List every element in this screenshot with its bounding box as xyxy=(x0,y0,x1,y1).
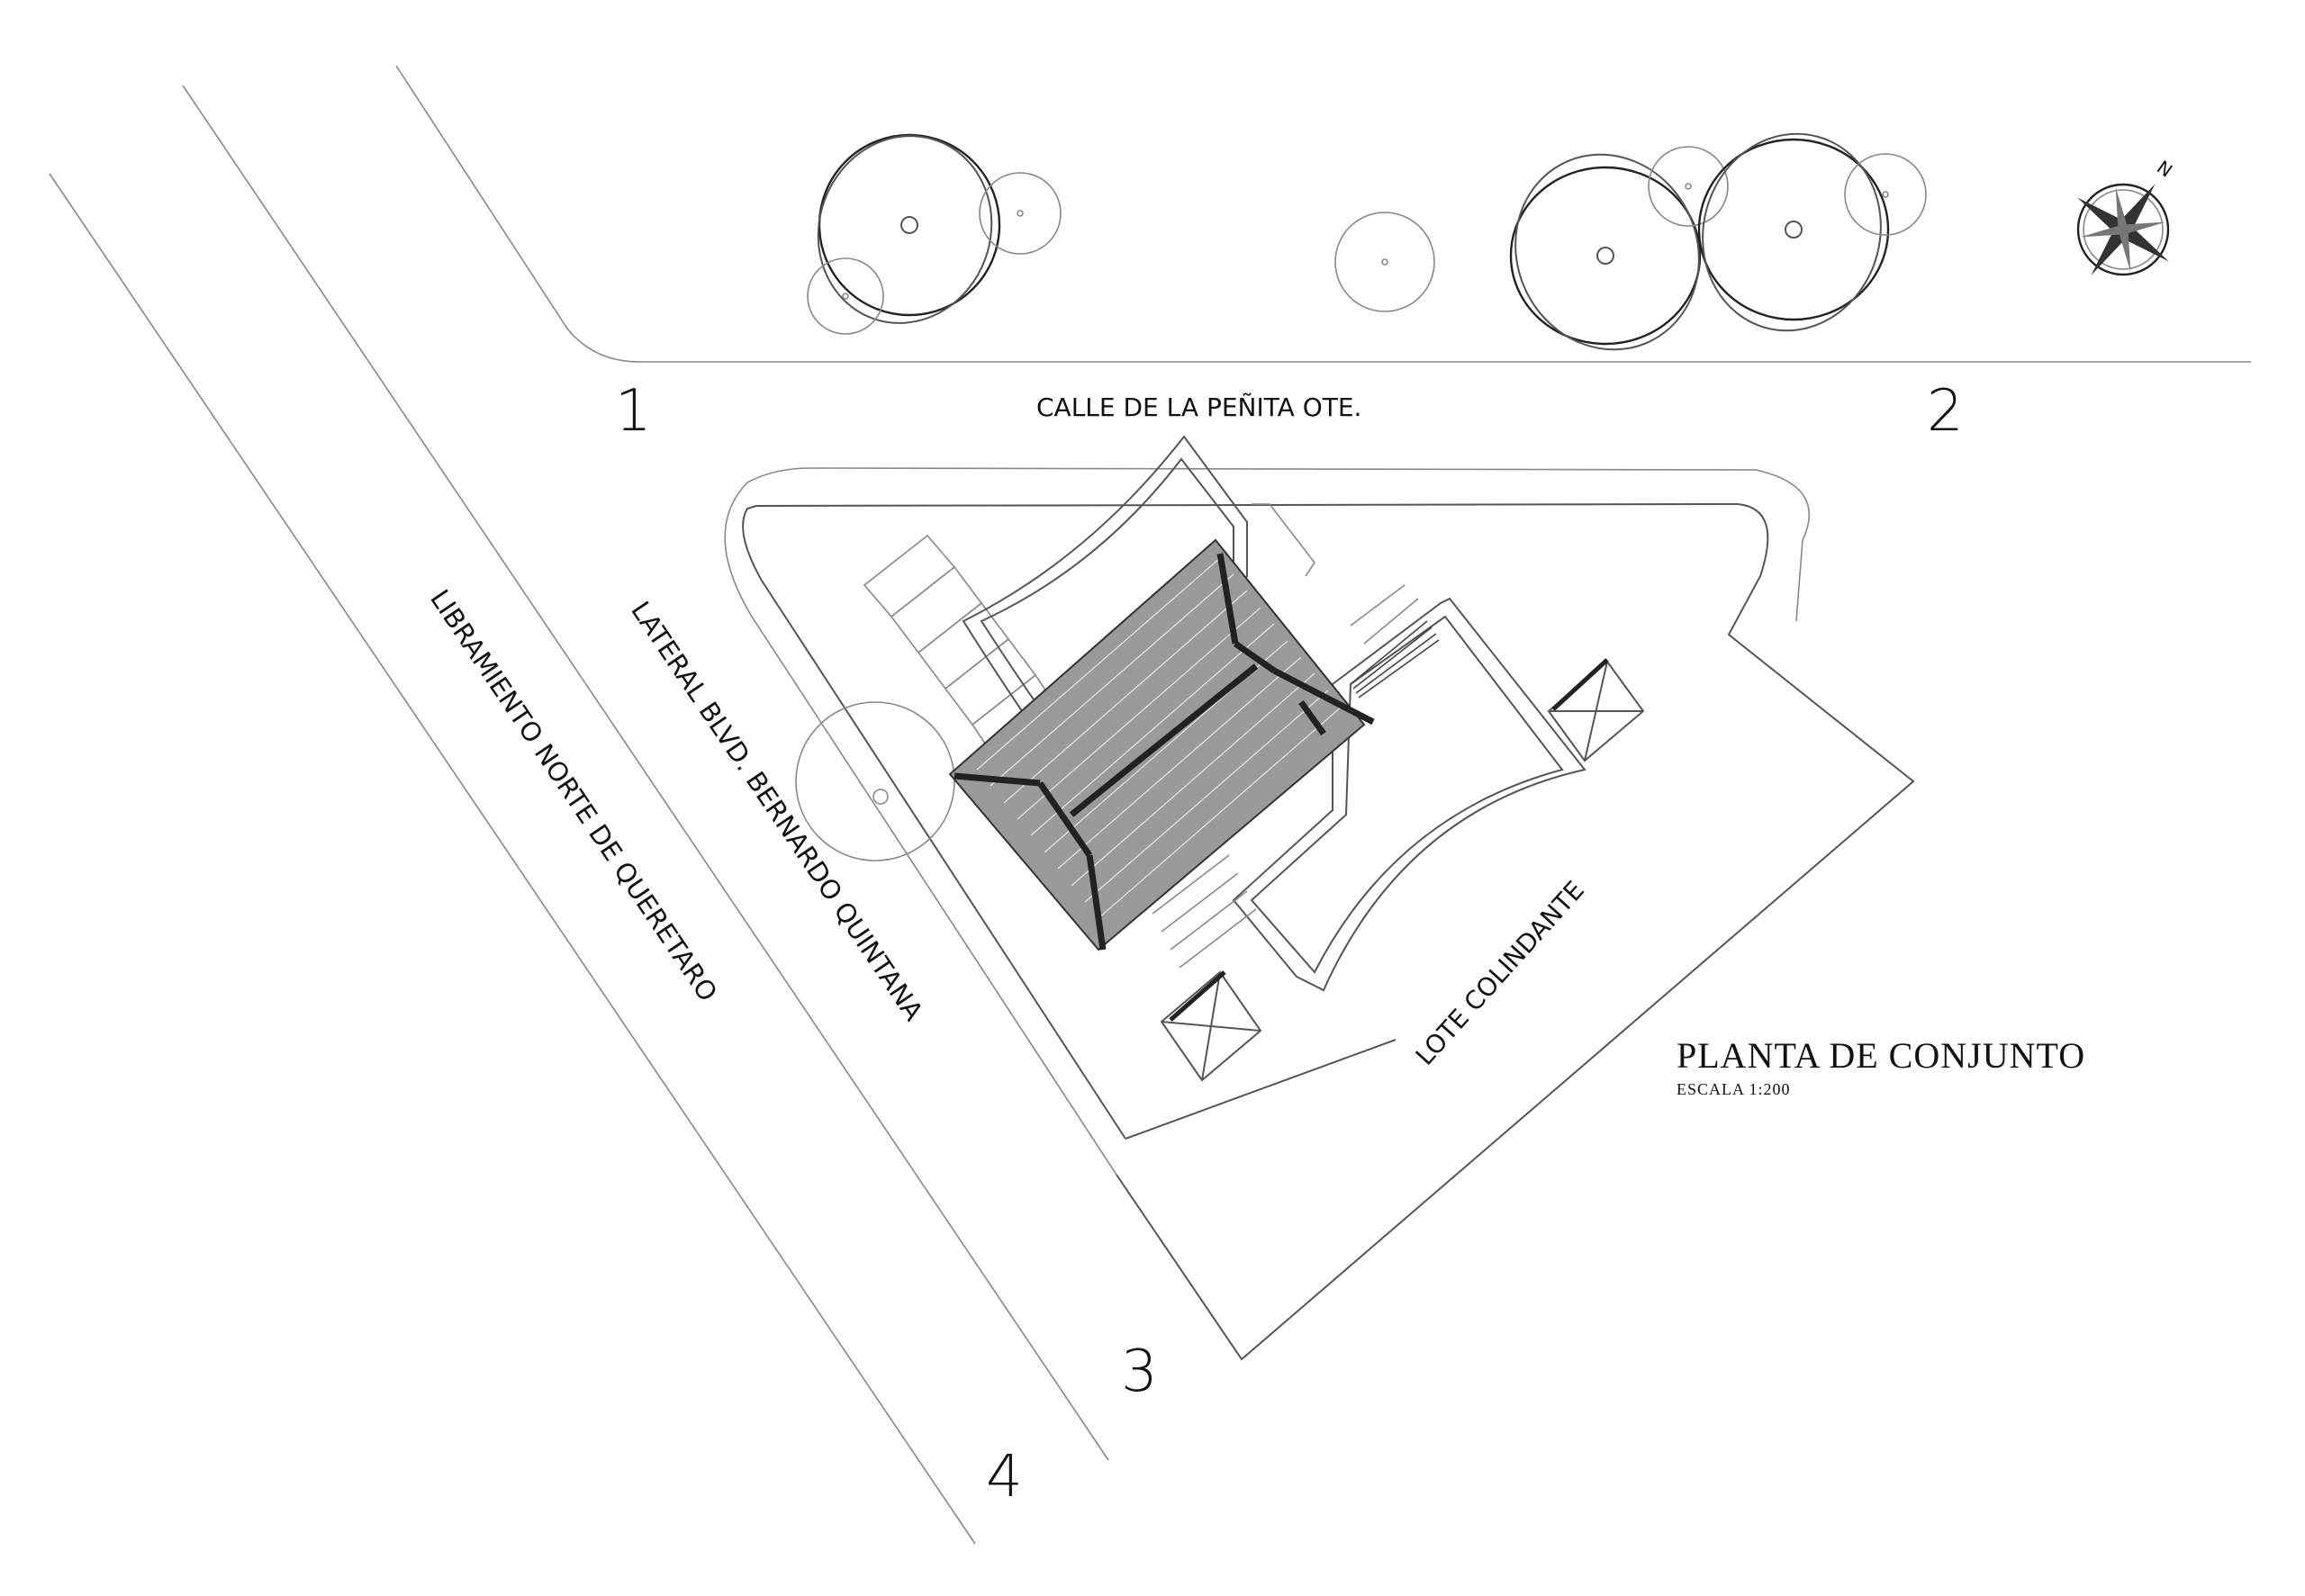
tree-7 xyxy=(1697,132,1890,332)
access-boxes xyxy=(1160,658,1645,1082)
tree-6 xyxy=(1648,146,1729,227)
section-mark-1: 1 xyxy=(615,378,652,445)
neighbor-lot-label: LOTE COLINDANTE xyxy=(1410,875,1590,1070)
access-box-south xyxy=(1160,970,1262,1082)
drawing-title: PLANTA DE CONJUNTO xyxy=(1677,1035,2085,1076)
tree-2 xyxy=(979,172,1062,255)
tree-1 xyxy=(817,133,1001,324)
trees xyxy=(795,132,1927,861)
tree-8 xyxy=(1844,153,1927,236)
street-label-top: CALLE DE LA PEÑITA OTE. xyxy=(1036,392,1361,422)
section-mark-2: 2 xyxy=(1927,378,1964,445)
north-arrow-icon: N xyxy=(2076,156,2176,276)
tree-3 xyxy=(807,257,884,335)
tree-4 xyxy=(1334,212,1435,312)
lot-boundary xyxy=(724,467,1915,1361)
drawing-scale: ESCALA 1:200 xyxy=(1677,1080,1791,1098)
section-mark-3: 3 xyxy=(1121,1339,1158,1405)
stairs xyxy=(1350,620,1440,699)
building xyxy=(948,435,1586,992)
north-label: N xyxy=(2153,156,2176,181)
road-lines xyxy=(49,65,2251,1545)
section-mark-4: 4 xyxy=(986,1444,1023,1510)
access-box-east xyxy=(1547,658,1645,762)
tree-9 xyxy=(795,701,955,861)
tree-5 xyxy=(1509,153,1702,351)
roof-block xyxy=(948,538,1375,951)
